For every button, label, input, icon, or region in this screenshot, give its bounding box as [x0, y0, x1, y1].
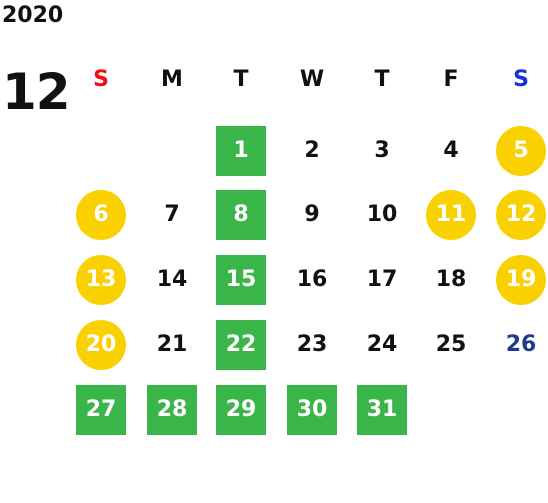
day-cell-28[interactable]: 28	[147, 385, 197, 435]
weekday-header-friday: F	[443, 67, 459, 92]
day-cell-5[interactable]: 5	[496, 126, 546, 176]
day-cell-22[interactable]: 22	[216, 320, 266, 370]
day-cell-31[interactable]: 31	[357, 385, 407, 435]
day-cell-16[interactable]: 16	[296, 267, 328, 292]
day-cell-21[interactable]: 21	[156, 332, 188, 357]
day-cell-6[interactable]: 6	[76, 190, 126, 240]
day-cell-24[interactable]: 24	[366, 332, 398, 357]
day-cell-19[interactable]: 19	[496, 255, 546, 305]
day-cell-10[interactable]: 10	[366, 202, 398, 227]
calendar-year: 2020	[2, 3, 64, 28]
day-cell-13[interactable]: 13	[76, 255, 126, 305]
day-cell-2[interactable]: 2	[304, 138, 320, 163]
weekday-header-sunday: S	[93, 67, 109, 92]
day-cell-18[interactable]: 18	[435, 267, 467, 292]
day-cell-12[interactable]: 12	[496, 190, 546, 240]
day-cell-15[interactable]: 15	[216, 255, 266, 305]
day-cell-7[interactable]: 7	[164, 202, 180, 227]
day-cell-25[interactable]: 25	[435, 332, 467, 357]
day-cell-27[interactable]: 27	[76, 385, 126, 435]
day-cell-14[interactable]: 14	[156, 267, 188, 292]
day-cell-8[interactable]: 8	[216, 190, 266, 240]
day-cell-17[interactable]: 17	[366, 267, 398, 292]
calendar-month: 12	[2, 63, 71, 121]
weekday-header-saturday: S	[513, 67, 529, 92]
day-cell-3[interactable]: 3	[374, 138, 390, 163]
weekday-header-monday: M	[161, 67, 183, 92]
day-cell-26[interactable]: 26	[505, 332, 537, 357]
weekday-header-thursday: T	[374, 67, 390, 92]
weekday-header-wednesday: W	[299, 67, 325, 92]
day-cell-9[interactable]: 9	[304, 202, 320, 227]
day-cell-1[interactable]: 1	[216, 126, 266, 176]
weekday-header-tuesday: T	[233, 67, 249, 92]
day-cell-30[interactable]: 30	[287, 385, 337, 435]
day-cell-4[interactable]: 4	[443, 138, 459, 163]
day-cell-20[interactable]: 20	[76, 320, 126, 370]
day-cell-23[interactable]: 23	[296, 332, 328, 357]
day-cell-29[interactable]: 29	[216, 385, 266, 435]
day-cell-11[interactable]: 11	[426, 190, 476, 240]
